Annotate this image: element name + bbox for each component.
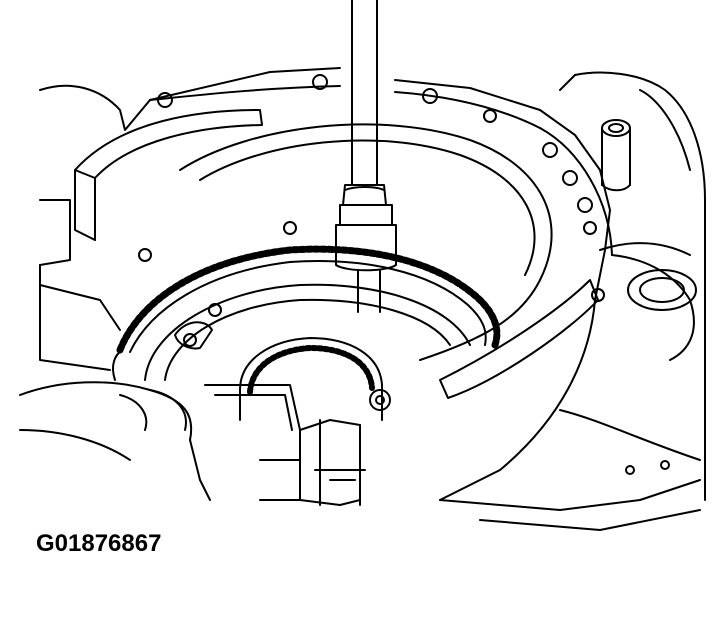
figure-id-label: G01876867 [36,530,162,557]
transmission-housing-icon [39,67,706,531]
bolt-hole-icon [138,74,670,475]
socket-extension-tool-icon [335,0,397,313]
ring-gear-icon [112,245,501,381]
housing-bore-icon [179,123,553,361]
output-shaft-icon [314,419,366,506]
dowel-pin-icon [601,119,631,192]
technician-hand-icon [19,381,361,506]
splined-hub-icon [144,283,471,421]
